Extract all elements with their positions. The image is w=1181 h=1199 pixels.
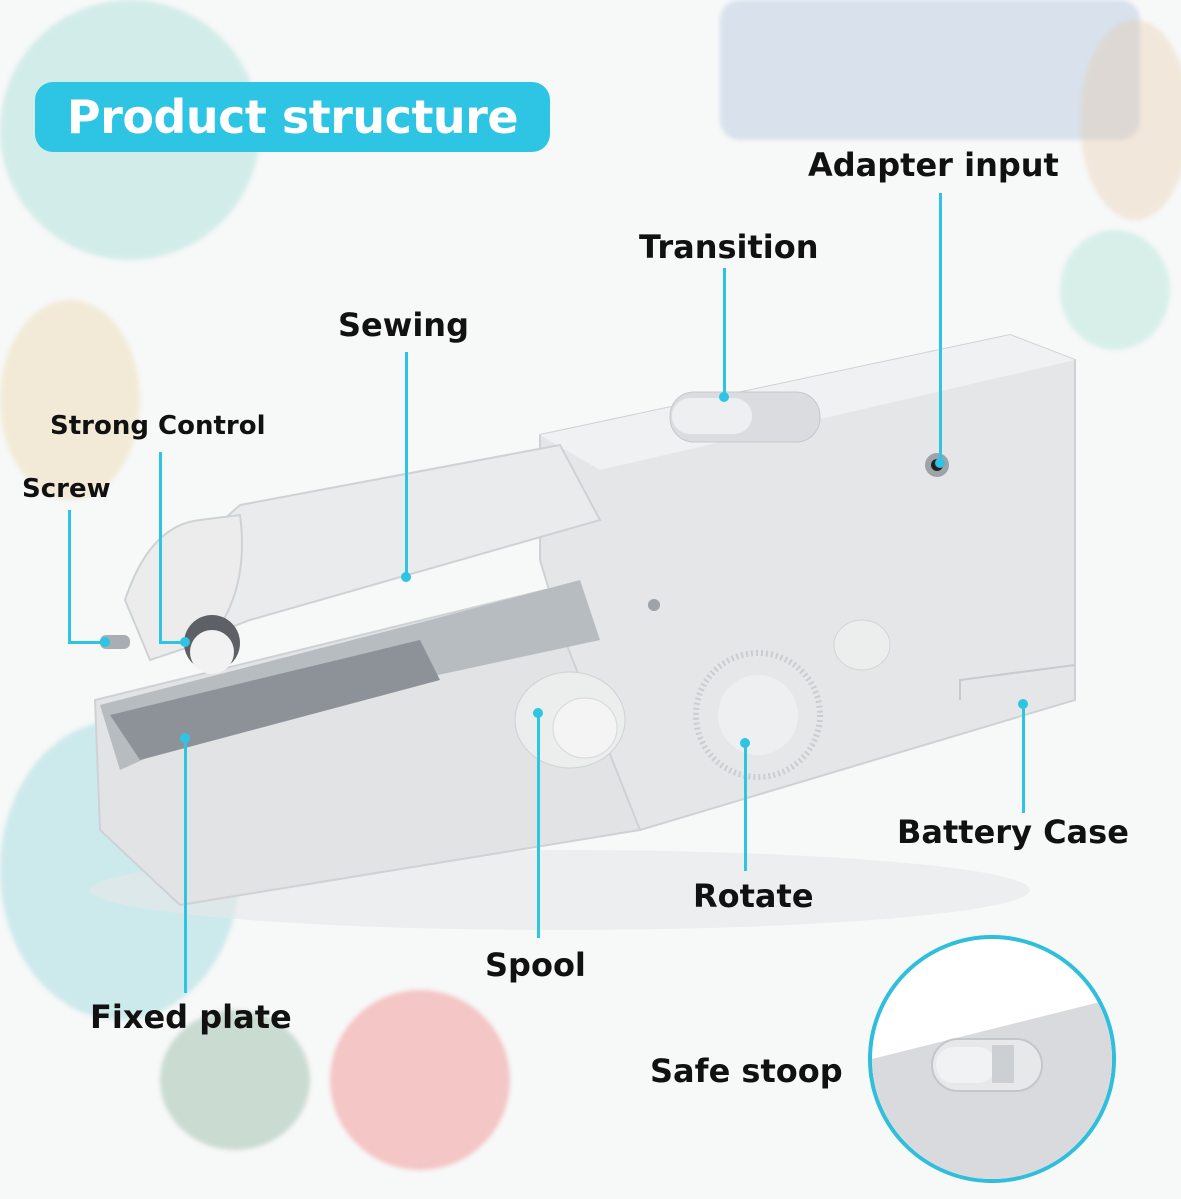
label-safe-stoop: Safe stoop xyxy=(650,1052,843,1090)
label-fixed-plate: Fixed plate xyxy=(90,998,292,1036)
label-battery-case: Battery Case xyxy=(897,813,1129,851)
marker-strong-control xyxy=(180,637,190,647)
leader-screw-h xyxy=(68,641,104,644)
page-title: Product structure xyxy=(66,90,519,144)
label-strong-control: Strong Control xyxy=(50,411,266,441)
leader-strong-control-v xyxy=(159,452,162,644)
leader-strong-control-h xyxy=(159,641,184,644)
marker-screw xyxy=(100,637,110,647)
marker-fixed-plate xyxy=(180,733,190,743)
title-banner: Product structure xyxy=(35,82,550,152)
label-transition: Transition xyxy=(639,228,819,266)
label-screw: Screw xyxy=(22,474,111,504)
marker-transition xyxy=(719,392,729,402)
marker-spool xyxy=(533,708,543,718)
label-sewing: Sewing xyxy=(338,306,469,344)
marker-adapter-input xyxy=(935,458,945,468)
safe-stoop-inset xyxy=(868,935,1116,1183)
leader-transition xyxy=(723,268,726,398)
leader-spool xyxy=(537,713,540,938)
leader-fixed-plate xyxy=(184,738,187,993)
leader-rotate xyxy=(744,743,747,871)
leader-screw-v xyxy=(68,510,71,644)
leader-sewing xyxy=(405,352,408,577)
label-spool: Spool xyxy=(485,946,586,984)
marker-battery-case xyxy=(1018,699,1028,709)
marker-sewing xyxy=(401,572,411,582)
leader-battery-case xyxy=(1022,703,1025,813)
label-adapter-input: Adapter input xyxy=(808,146,1059,184)
leader-adapter-input xyxy=(939,193,942,463)
label-rotate: Rotate xyxy=(693,877,814,915)
marker-rotate xyxy=(740,738,750,748)
safe-stoop-switch-icon xyxy=(872,999,1112,1179)
